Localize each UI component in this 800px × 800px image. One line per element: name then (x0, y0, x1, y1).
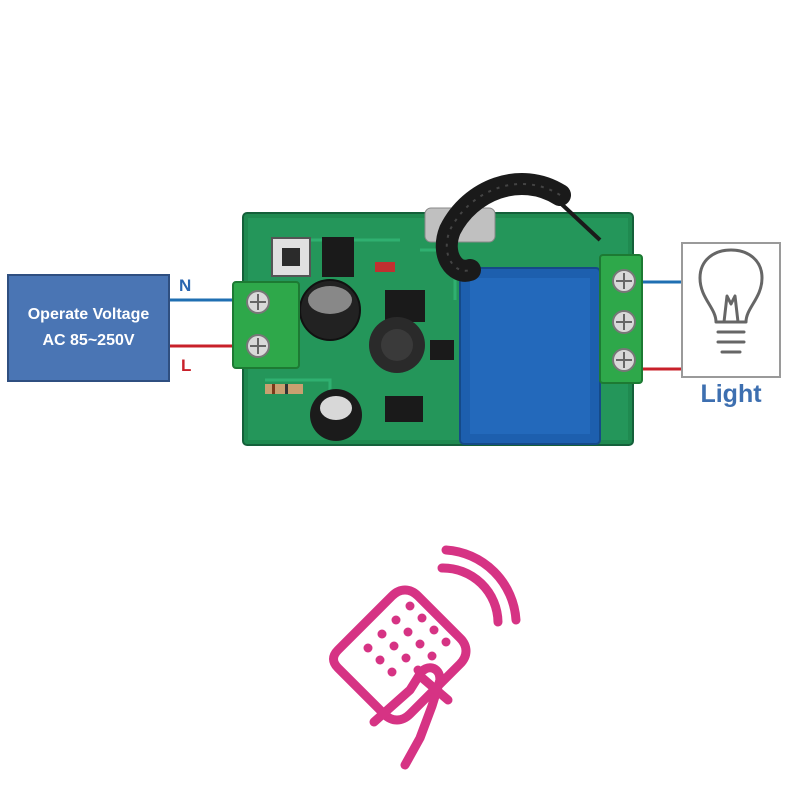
hand-remote-control-icon (329, 545, 521, 770)
load-lamp-box (681, 242, 781, 378)
remote-buttons (363, 601, 451, 677)
load-label: Light (700, 380, 762, 408)
power-box-line1: Operate Voltage (27, 306, 150, 323)
power-box-line2: AC 85~250V (42, 332, 135, 349)
power-supply-box: Operate Voltage AC 85~250V (7, 274, 170, 382)
terminal-block-input (232, 281, 300, 369)
neutral-wire-label: N (179, 276, 192, 295)
antenna-coil (435, 172, 602, 282)
terminal-block-output (599, 254, 643, 384)
live-wire-label: L (181, 356, 192, 375)
relay-module-board (242, 207, 634, 446)
